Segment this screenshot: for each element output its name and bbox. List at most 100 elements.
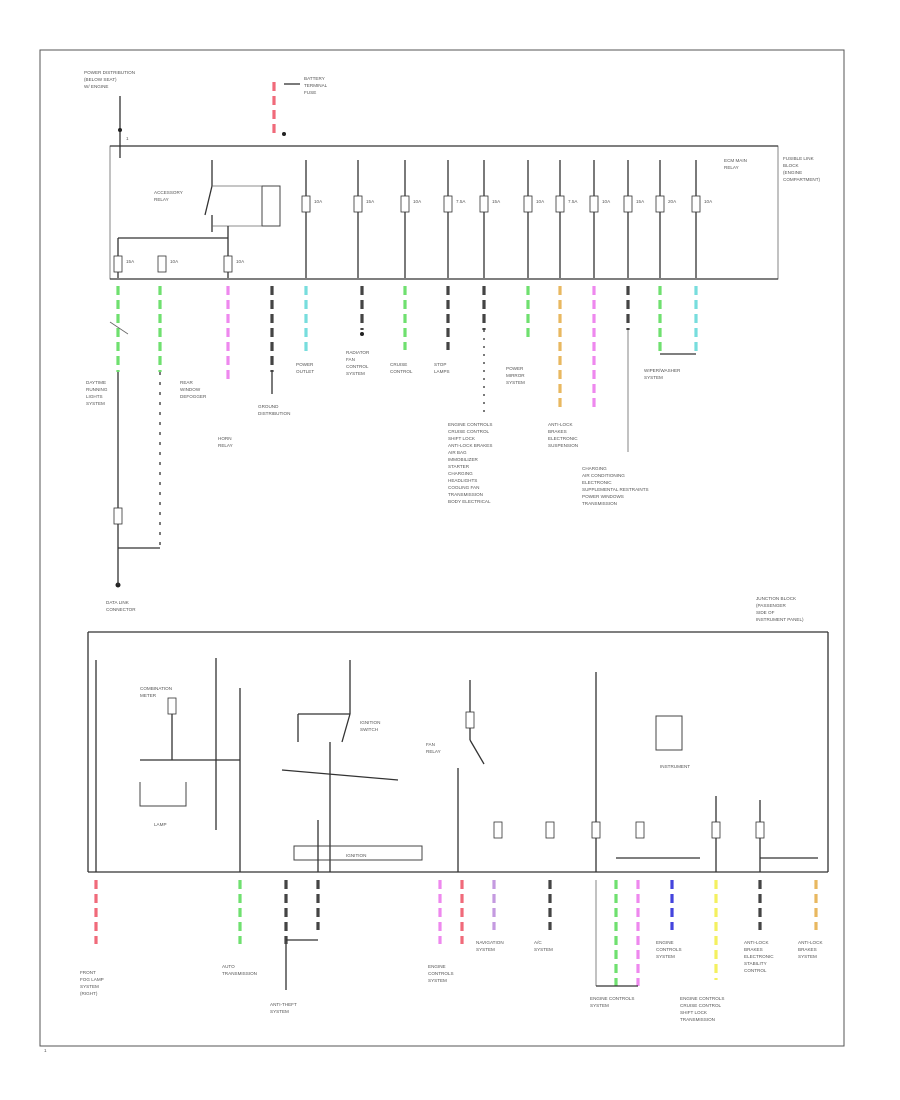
- upper-fuse-block-outline: [109, 145, 779, 280]
- diagram-label: COMBINATION: [140, 686, 172, 691]
- diagram-label: ENGINE CONTROLS: [680, 996, 724, 1001]
- diagram-label: SYSTEM: [798, 954, 817, 959]
- wire-segment: [341, 713, 351, 743]
- lower-block-components: COMBINATION METER LAMP IGNITION SWITCH I…: [95, 658, 818, 872]
- diagram-label: SYSTEM: [80, 984, 99, 989]
- junction-dot: [118, 128, 122, 132]
- upper-block-feeds: [305, 160, 697, 278]
- diagram-label: CRUISE: [390, 362, 407, 367]
- top-left-label: POWER DISTRIBUTION: [84, 70, 135, 75]
- fuse-symbol: [353, 195, 363, 213]
- fuse-symbol: [591, 821, 601, 839]
- fuse-symbol: [443, 195, 453, 213]
- fuse-symbol: [755, 821, 765, 839]
- fuse-symbol: [655, 195, 665, 213]
- diagram-label: SHIFT LOCK: [680, 1010, 708, 1015]
- diagram-label: TRANSMISSION: [680, 1017, 715, 1022]
- diagram-label: DISTRIBUTION: [258, 411, 290, 416]
- lower-output-wires: [94, 880, 818, 990]
- right-relay-label-2: RELAY: [724, 165, 739, 170]
- diagram-label: SYSTEM: [270, 1009, 289, 1014]
- wire-segment: [469, 739, 485, 765]
- fuse-symbol: [493, 821, 503, 839]
- right-relay-label-1: ECM MAIN: [724, 158, 747, 163]
- diagram-label: CONTROL: [744, 968, 767, 973]
- fuse-symbol: [623, 195, 633, 213]
- top-right-label-3: (ENGINE: [783, 170, 802, 175]
- diagram-label: BRAKES: [548, 429, 567, 434]
- top-left-label-3: W/ ENGINE: [84, 84, 109, 89]
- diagram-label: 10A: [413, 199, 422, 204]
- diagram-label: SYSTEM: [590, 1003, 609, 1008]
- fuse-symbol: [545, 821, 555, 839]
- diagram-label: DATA LINK: [106, 600, 130, 605]
- diagram-label: CRUISE CONTROL: [680, 1003, 722, 1008]
- diagram-label: BODY ELECTRICAL: [448, 499, 491, 504]
- diagram-label: LAMPS: [434, 369, 450, 374]
- diagram-label: 10A: [536, 199, 545, 204]
- diagram-label: TRANSMISSION: [448, 492, 483, 497]
- diagram-label: 15A: [126, 259, 135, 264]
- diagram-label: CONNECTOR: [106, 607, 136, 612]
- diagram-label: SYSTEM: [476, 947, 495, 952]
- diagram-label: 15A: [636, 199, 645, 204]
- top-right-label-1: FUSIBLE LINK: [783, 156, 815, 161]
- top-mid-label-3: FUSE: [304, 90, 316, 95]
- diagram-label: SYSTEM: [656, 954, 675, 959]
- diagram-label: LIGHTS: [86, 394, 103, 399]
- diagram-label: ELECTRONIC: [582, 480, 612, 485]
- top-mid-label-2: TERMINAL: [304, 83, 328, 88]
- diagram-label: ELECTRONIC: [744, 954, 774, 959]
- page-number: 1: [44, 1048, 47, 1053]
- diagram-label: SWITCH: [360, 727, 378, 732]
- fuse-symbol: [555, 195, 565, 213]
- diagram-label: RELAY: [218, 443, 233, 448]
- diagram-label: TRANSMISSION: [222, 971, 257, 976]
- diagram-label: IGNITION: [360, 720, 380, 725]
- diagram-label: HEADLIGHTS: [448, 478, 477, 483]
- diagram-label: STARTER: [448, 464, 470, 469]
- diagram-label: 10A: [314, 199, 323, 204]
- diagram-label: RELAY: [426, 749, 441, 754]
- diagram-label: TRANSMISSION: [582, 501, 617, 506]
- diagram-label: LAMP: [154, 822, 167, 827]
- upper-fuses: 10A 15A 10A 7.5A 15A 10A 7.5A 10A 15A 20…: [113, 195, 713, 273]
- lower-right-box-label-4: INSTRUMENT PANEL): [756, 617, 804, 622]
- diagram-label: AIR CONDITIONING: [582, 473, 625, 478]
- diagram-label: 15A: [492, 199, 501, 204]
- diagram-label: ENGINE CONTROLS: [448, 422, 492, 427]
- diagram-label: POWER: [506, 366, 524, 371]
- top-right-label-2: BLOCK: [783, 163, 800, 168]
- diagram-label: IGNITION: [346, 853, 366, 858]
- diagram-label: SYSTEM: [506, 380, 525, 385]
- diagram-label: CRUISE CONTROL: [448, 429, 490, 434]
- diagram-label: 7.5A: [568, 199, 578, 204]
- diagram-label: COOLING FAN: [448, 485, 479, 490]
- top-mid-label-1: BATTERY: [304, 76, 325, 81]
- fuse-symbol: [157, 255, 167, 273]
- fuse-symbol: [711, 821, 721, 839]
- fuse-symbol: [400, 195, 410, 213]
- diagram-label: AIR BAG: [448, 450, 467, 455]
- lower-right-box-label-1: JUNCTION BLOCK: [756, 596, 797, 601]
- diagram-label: BRAKES: [744, 947, 763, 952]
- diagram-label: 10A: [602, 199, 611, 204]
- diagram-label: ENGINE CONTROLS: [590, 996, 634, 1001]
- diagram-label: 10A: [236, 259, 245, 264]
- diagram-label: ANTI-LOCK: [798, 940, 823, 945]
- diagram-label: WINDOW: [180, 387, 201, 392]
- diagram-label: IMMOBILIZER: [448, 457, 479, 462]
- diagram-label: REAR: [180, 380, 193, 385]
- top-right-label-4: COMPARTMENT): [783, 177, 821, 182]
- lower-right-box-label-2: (PASSENGER: [756, 603, 786, 608]
- lower-output-labels: FRONT FOG LAMP SYSTEM (RIGHT) AUTO TRANS…: [80, 940, 823, 1022]
- accessory-relay-label-2: RELAY: [154, 197, 169, 202]
- fuse-symbol: [113, 507, 123, 525]
- diagram-label: WIPER/WASHER: [644, 368, 681, 373]
- diagram-label: CONTROLS: [428, 971, 454, 976]
- diagram-label: ANTI-THEFT: [270, 1002, 297, 1007]
- fuse-symbol: [635, 821, 645, 839]
- wire-segment: [281, 769, 399, 781]
- fuse-symbol: [465, 711, 475, 729]
- page-frame: [39, 49, 845, 1047]
